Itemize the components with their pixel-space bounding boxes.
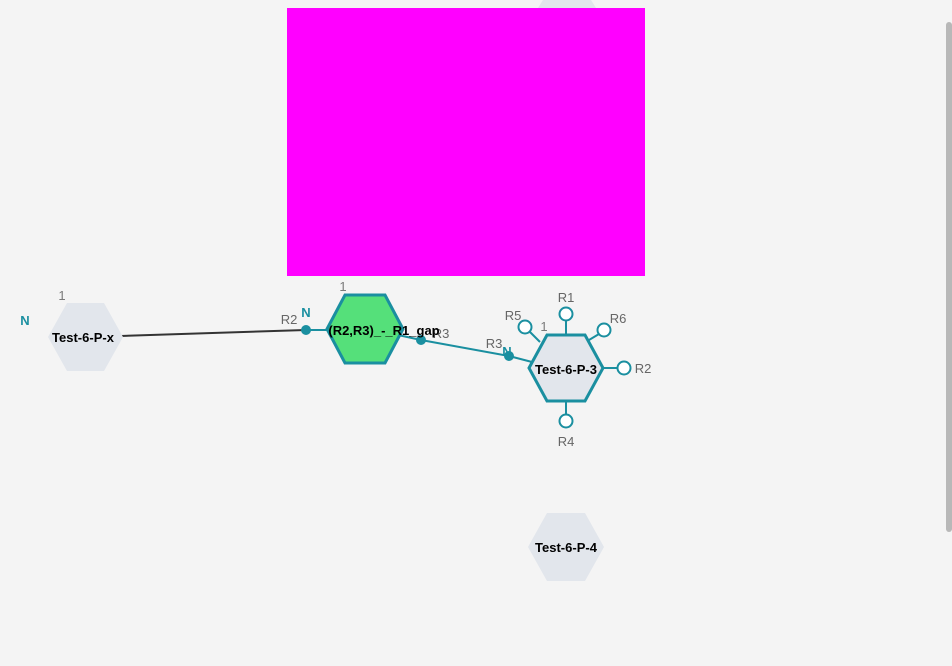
monomer-test-6-p-4[interactable]: Test-6-P-4: [528, 513, 604, 581]
monomer-number: 1: [540, 319, 547, 334]
monomer-label: Test-6-P-x: [52, 330, 115, 345]
attachment-point-r2[interactable]: [616, 360, 632, 376]
r6-label: R6: [610, 311, 627, 326]
attachment-point-r2[interactable]: [301, 325, 311, 335]
attachment-point-r3[interactable]: [504, 351, 514, 361]
monomer-test-6-p-3[interactable]: R1 R6 R2 R4 R5 R3 N 1 Test-6-P-3: [486, 290, 652, 449]
r6-stub: [588, 333, 600, 341]
attachment-point-r5[interactable]: [517, 319, 533, 335]
r5-label: R5: [505, 308, 522, 323]
hexagon-shape: [527, 333, 605, 403]
bond-gap-p3[interactable]: [420, 339, 510, 357]
monomer-number: 1: [58, 288, 65, 303]
r3-label: R3: [486, 336, 503, 351]
magenta-overlay-box: [287, 8, 645, 276]
hexagon-shape: [325, 293, 405, 365]
monomer-test-6-p-x[interactable]: Test-6-P-x 1 N: [20, 288, 123, 371]
vertical-scrollbar[interactable]: [946, 22, 952, 532]
r5-stub: [529, 331, 541, 343]
r2-label: R2: [281, 312, 298, 327]
attachment-point-r1[interactable]: [558, 306, 574, 322]
n-terminal-label: N: [301, 305, 310, 320]
hexagon-shape: [528, 513, 604, 581]
monomer-number: 1: [339, 279, 346, 294]
monomer-label: (R2,R3)_-_R1_gap: [328, 323, 439, 338]
attachment-point-r3[interactable]: [416, 335, 426, 345]
monomer-gap[interactable]: R2 N R3 1 (R2,R3)_-_R1_gap: [281, 279, 450, 365]
r1-label: R1: [558, 290, 575, 305]
attachment-point-r4[interactable]: [558, 413, 574, 429]
r4-label: R4: [558, 434, 575, 449]
n-terminal-label: N: [502, 344, 511, 359]
r3-label: R3: [433, 326, 450, 341]
monomer-label: Test-6-P-3: [535, 362, 597, 377]
offscreen-monomer[interactable]: [538, 0, 596, 8]
monomer-label: Test-6-P-4: [535, 540, 598, 555]
hexagon-shape: [48, 303, 123, 371]
bond-px-gap[interactable]: [120, 329, 307, 337]
n-terminal-label: N: [20, 313, 29, 328]
attachment-point-r6[interactable]: [596, 322, 612, 338]
r2-label: R2: [635, 361, 652, 376]
